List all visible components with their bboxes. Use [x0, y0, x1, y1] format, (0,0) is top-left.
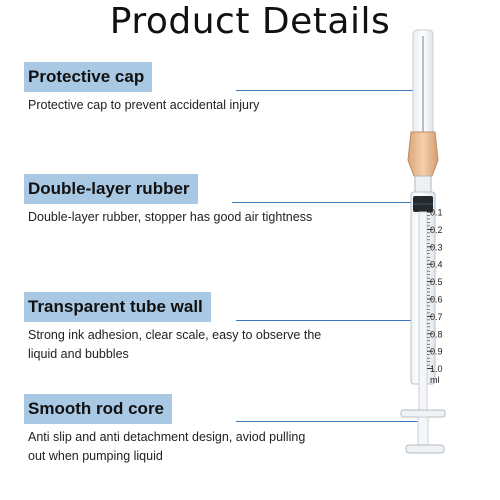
scale-label: 0.2 — [430, 225, 443, 235]
leader-line-transparent-tube-wall — [236, 320, 422, 321]
scale-label: 0.9 — [430, 347, 443, 357]
leader-line-double-layer-rubber — [232, 202, 426, 203]
scale-unit-label: ml — [430, 375, 440, 385]
feature-desc-line: Strong ink adhesion, clear scale, easy t… — [28, 328, 322, 342]
scale-label: 0.3 — [430, 242, 443, 252]
feature-label-smooth-rod-core: Smooth rod core — [24, 394, 173, 424]
scale-label: 0.1 — [430, 208, 443, 218]
finger-flange — [400, 409, 446, 418]
leader-line-smooth-rod-core — [236, 421, 422, 422]
feature-desc-line: Anti slip and anti detachment design, av… — [28, 430, 306, 444]
barrel-scale: 0.1 0.2 0.3 0.4 0.5 0.6 0.7 0.8 0.9 1.0ml — [427, 201, 443, 385]
scale-label: 0.8 — [430, 329, 443, 339]
scale-label: 1.0 — [430, 364, 443, 374]
feature-label-double-layer-rubber: Double-layer rubber — [24, 174, 198, 204]
feature-desc-protective-cap: Protective cap to prevent accidental inj… — [28, 96, 259, 115]
feature-label-transparent-tube-wall: Transparent tube wall — [24, 292, 211, 322]
feature-desc-smooth-rod-core: Anti slip and anti detachment design, av… — [28, 428, 305, 466]
plunger-rod — [418, 211, 428, 411]
feature-label-protective-cap: Protective cap — [24, 62, 153, 92]
feature-desc-line: Protective cap to prevent accidental inj… — [28, 98, 260, 112]
feature-desc-double-layer-rubber: Double-layer rubber, stopper has good ai… — [28, 208, 312, 227]
scale-label: 0.6 — [430, 295, 443, 305]
scale-label: 0.5 — [430, 277, 443, 287]
hub-connector — [414, 175, 432, 193]
leader-line-protective-cap — [236, 90, 422, 91]
scale-label: 0.4 — [430, 260, 443, 270]
feature-desc-transparent-tube-wall: Strong ink adhesion, clear scale, easy t… — [28, 326, 321, 364]
scale-label: 0.7 — [430, 312, 443, 322]
feature-desc-line: Double-layer rubber, stopper has good ai… — [28, 210, 313, 224]
needle-hub — [407, 131, 439, 177]
thumb-press — [405, 444, 445, 454]
feature-desc-line: out when pumping liquid — [28, 449, 163, 463]
feature-desc-line: liquid and bubbles — [28, 347, 129, 361]
page-title: Product Details — [109, 1, 391, 42]
